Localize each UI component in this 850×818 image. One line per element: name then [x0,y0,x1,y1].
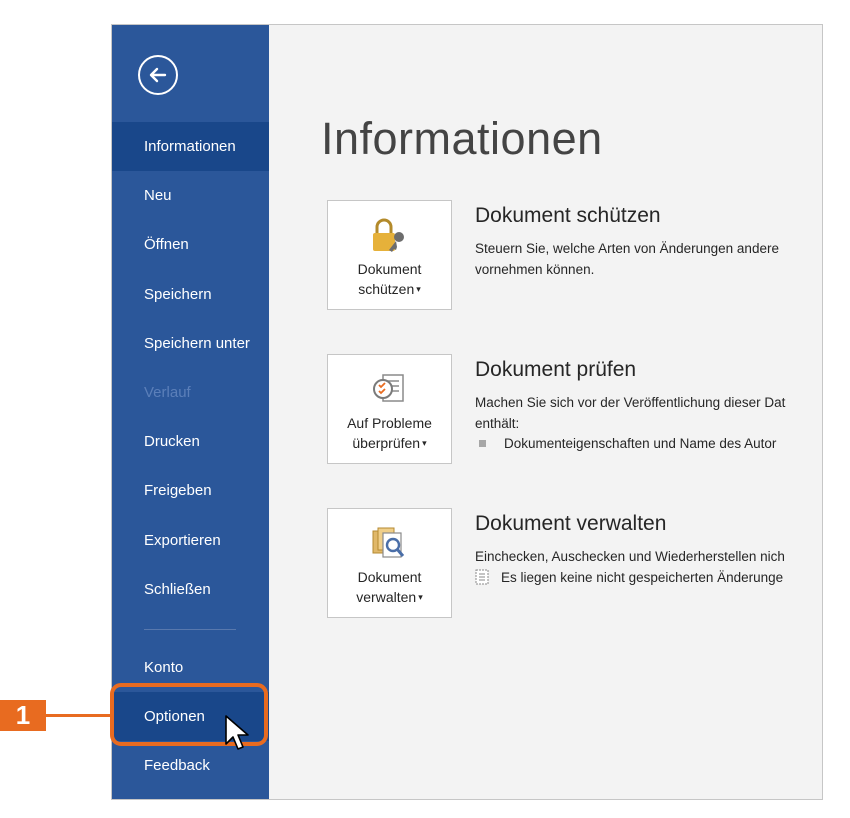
inspect-button-label-line2: überprüfen [352,435,421,451]
dropdown-caret-icon: ▾ [416,284,421,294]
sidebar-item-exportieren[interactable]: Exportieren [144,532,221,549]
sidebar-item-speichern-unter[interactable]: Speichern unter [144,335,250,352]
back-button[interactable] [138,55,178,95]
document-icon [475,569,489,585]
sidebar-item-verlauf: Verlauf [144,384,191,401]
sidebar-item-oeffnen[interactable]: Öffnen [144,236,189,253]
backstage-window: Informationen Neu Öffnen Speichern Speic… [111,24,823,800]
protect-desc-line1: Steuern Sie, welche Arten von Änderungen… [475,241,779,256]
inspect-title: Dokument prüfen [475,358,637,381]
manage-button-label-line2: verwalten [356,589,417,605]
main-content: Informationen Dokument schützen▾ Dokumen… [269,25,822,799]
lock-key-icon [373,218,404,252]
sidebar-item-feedback[interactable]: Feedback [144,757,210,774]
inspect-desc-line2: enthält: [475,416,520,431]
document-search-icon [372,527,405,558]
sidebar: Informationen Neu Öffnen Speichern Speic… [112,25,269,799]
dropdown-caret-icon: ▾ [418,592,423,602]
manage-document-button[interactable]: Dokument verwalten▾ [327,508,452,618]
manage-button-label-line1: Dokument [357,569,422,585]
inspect-bullet-text: Dokumenteigenschaften und Name des Autor [504,436,777,451]
protect-desc-line2: vornehmen können. [475,262,595,277]
protect-document-button[interactable]: Dokument schützen▾ [327,200,452,310]
sidebar-item-freigeben[interactable]: Freigeben [144,482,212,499]
manage-bullet: Es liegen keine nicht gespeicherten Ände… [475,569,783,585]
manage-bullet-text: Es liegen keine nicht gespeicherten Ände… [501,570,784,585]
callout-connector [46,714,110,717]
manage-title: Dokument verwalten [475,512,667,535]
checklist-icon [373,374,404,402]
section-protect: Dokument schützen▾ Dokument schützen Ste… [327,200,822,312]
sidebar-item-drucken[interactable]: Drucken [144,433,200,450]
callout-badge: 1 [0,700,46,731]
inspect-description: Machen Sie sich vor der Veröffentlichung… [475,392,822,434]
sidebar-item-speichern[interactable]: Speichern [144,286,212,303]
section-inspect: Auf Probleme überprüfen▾ Dokument prüfen… [327,354,822,466]
optionen-highlight [110,683,268,746]
sidebar-item-konto[interactable]: Konto [144,659,184,676]
protect-button-label-line2: schützen [358,281,415,297]
sidebar-item-neu[interactable]: Neu [144,187,172,204]
bullet-square-icon [479,440,486,447]
dropdown-caret-icon: ▾ [422,438,427,448]
mouse-cursor-icon [225,715,249,750]
manage-description: Einchecken, Auschecken und Wiederherstel… [475,546,822,567]
protect-title: Dokument schützen [475,204,661,227]
protect-description: Steuern Sie, welche Arten von Änderungen… [475,238,822,280]
inspect-desc-line1: Machen Sie sich vor der Veröffentlichung… [475,395,786,410]
inspect-button-label-line1: Auf Probleme [347,415,432,431]
manage-desc-line1: Einchecken, Auschecken und Wiederherstel… [475,549,785,564]
inspect-document-button[interactable]: Auf Probleme überprüfen▾ [327,354,452,464]
page-title: Informationen [321,113,603,164]
inspect-bullet: Dokumenteigenschaften und Name des Autor [475,436,776,451]
sidebar-item-schliessen[interactable]: Schließen [144,581,211,598]
back-arrow-icon [149,67,167,83]
sidebar-separator [144,629,236,630]
section-manage: Dokument verwalten▾ Dokument verwalten E… [327,508,822,620]
protect-button-label-line1: Dokument [357,261,422,277]
sidebar-item-informationen[interactable]: Informationen [112,122,269,171]
